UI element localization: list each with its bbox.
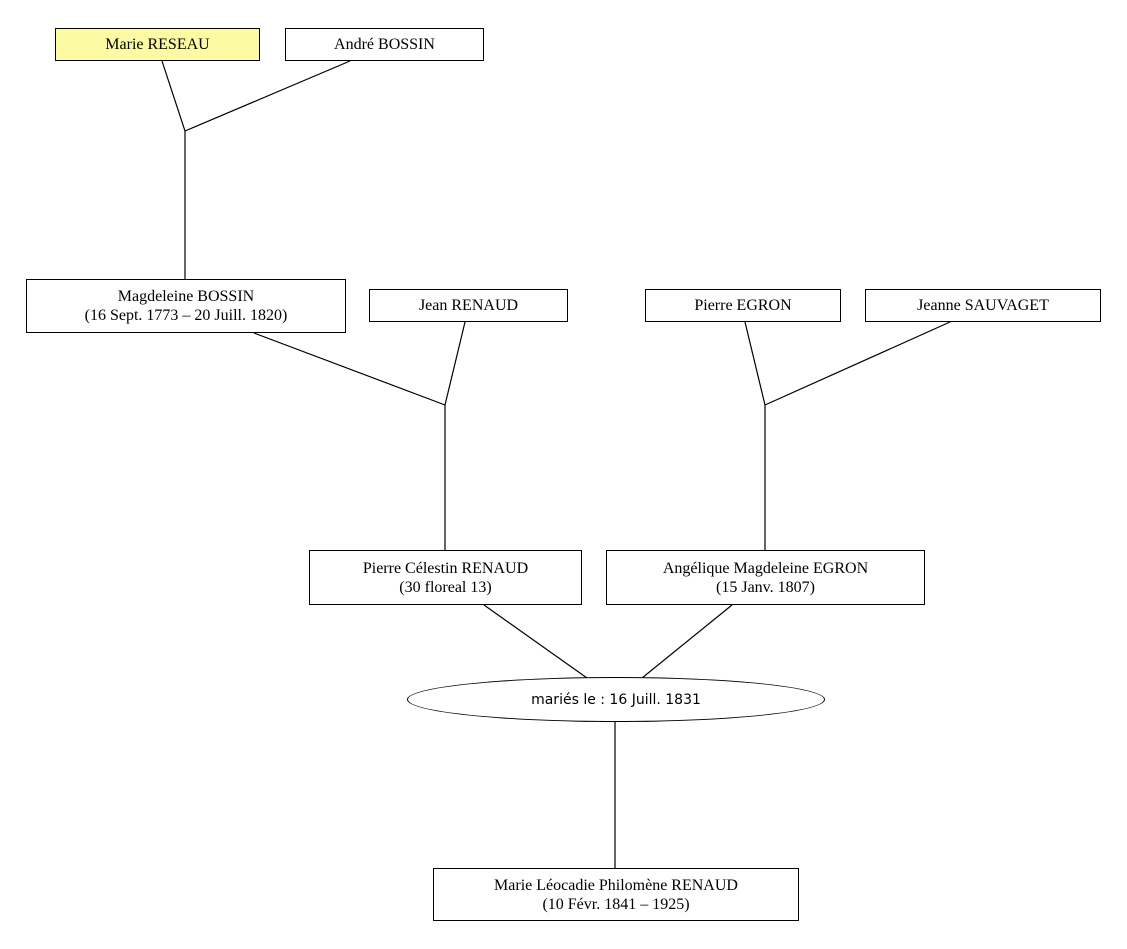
person-dates: (16 Sept. 1773 – 20 Juill. 1820) bbox=[84, 307, 288, 324]
person-name: Marie RESEAU bbox=[105, 36, 210, 53]
person-marie-reseau[interactable]: Marie RESEAU bbox=[55, 28, 260, 61]
connector-line bbox=[764, 321, 951, 406]
person-dates: (15 Janv. 1807) bbox=[716, 578, 815, 596]
person-name: André BOSSIN bbox=[334, 36, 435, 53]
person-dates: (30 floreal 13) bbox=[399, 578, 492, 596]
person-name: Marie Léocadie Philomène RENAUD bbox=[494, 876, 738, 894]
person-name: Magdeleine BOSSIN bbox=[117, 288, 255, 305]
marriage-label: mariés le : 16 Juill. 1831 bbox=[531, 691, 701, 708]
person-name: Jeanne SAUVAGET bbox=[917, 297, 1049, 314]
connector-line bbox=[444, 321, 466, 406]
marriage-node[interactable]: mariés le : 16 Juill. 1831 bbox=[407, 677, 825, 722]
connector-line bbox=[184, 60, 351, 132]
connector-line bbox=[483, 604, 588, 679]
connector-line bbox=[161, 60, 186, 132]
person-marie-leocadie-renaud[interactable]: Marie Léocadie Philomène RENAUD (10 Févr… bbox=[433, 868, 799, 921]
person-pierre-egron[interactable]: Pierre EGRON bbox=[645, 289, 841, 322]
person-name: Pierre Célestin RENAUD bbox=[362, 559, 529, 577]
person-angelique-magdeleine-egron[interactable]: Angélique Magdeleine EGRON (15 Janv. 180… bbox=[606, 550, 925, 605]
connector-line bbox=[253, 332, 446, 406]
connector-line bbox=[641, 604, 733, 679]
person-dates: (10 Févr. 1841 – 1925) bbox=[542, 895, 690, 913]
person-name: Jean RENAUD bbox=[418, 297, 519, 314]
person-andre-bossin[interactable]: André BOSSIN bbox=[285, 28, 484, 61]
person-magdeleine-bossin[interactable]: Magdeleine BOSSIN (16 Sept. 1773 – 20 Ju… bbox=[26, 279, 346, 333]
connector-line bbox=[744, 321, 766, 406]
person-pierre-celestin-renaud[interactable]: Pierre Célestin RENAUD (30 floreal 13) bbox=[309, 550, 582, 605]
person-name: Angélique Magdeleine EGRON bbox=[662, 559, 869, 577]
person-name: Pierre EGRON bbox=[694, 297, 792, 314]
person-jean-renaud[interactable]: Jean RENAUD bbox=[369, 289, 568, 322]
person-jeanne-sauvaget[interactable]: Jeanne SAUVAGET bbox=[865, 289, 1101, 322]
